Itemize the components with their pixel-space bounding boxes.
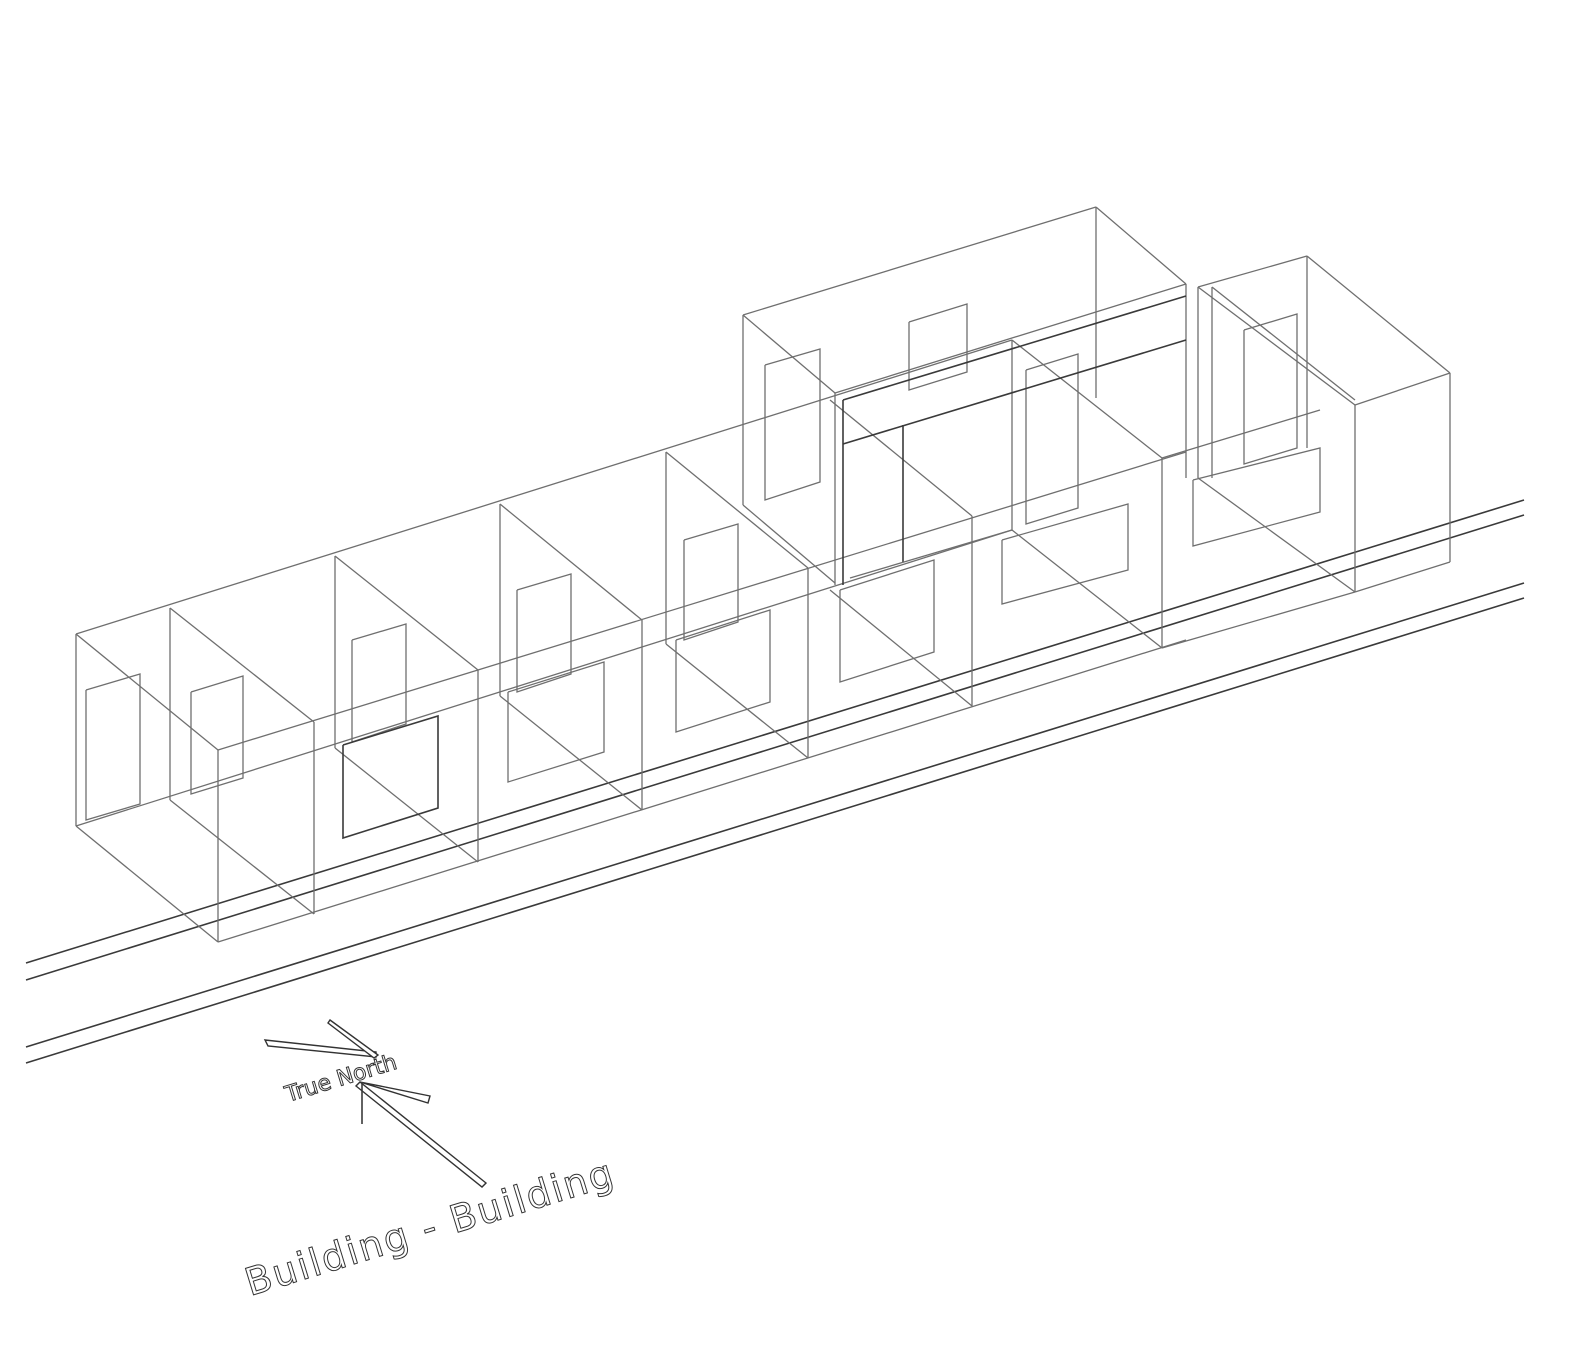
front-wall-windows — [342, 503, 1129, 840]
low-building-block — [75, 339, 1187, 943]
road-line-3 — [25, 582, 1525, 1048]
right-building-block — [1161, 255, 1451, 649]
north-arrow — [263, 1019, 488, 1188]
road-line-2 — [25, 514, 1525, 981]
building-north-arrow-icon — [354, 1081, 488, 1188]
back-wall-doors — [85, 353, 1079, 821]
road-line-4 — [25, 597, 1525, 1064]
tall-building-block — [742, 206, 1187, 585]
partition-walls — [169, 339, 1163, 915]
road-lines — [25, 499, 1525, 1064]
building-label: Building - Building — [240, 1150, 620, 1304]
